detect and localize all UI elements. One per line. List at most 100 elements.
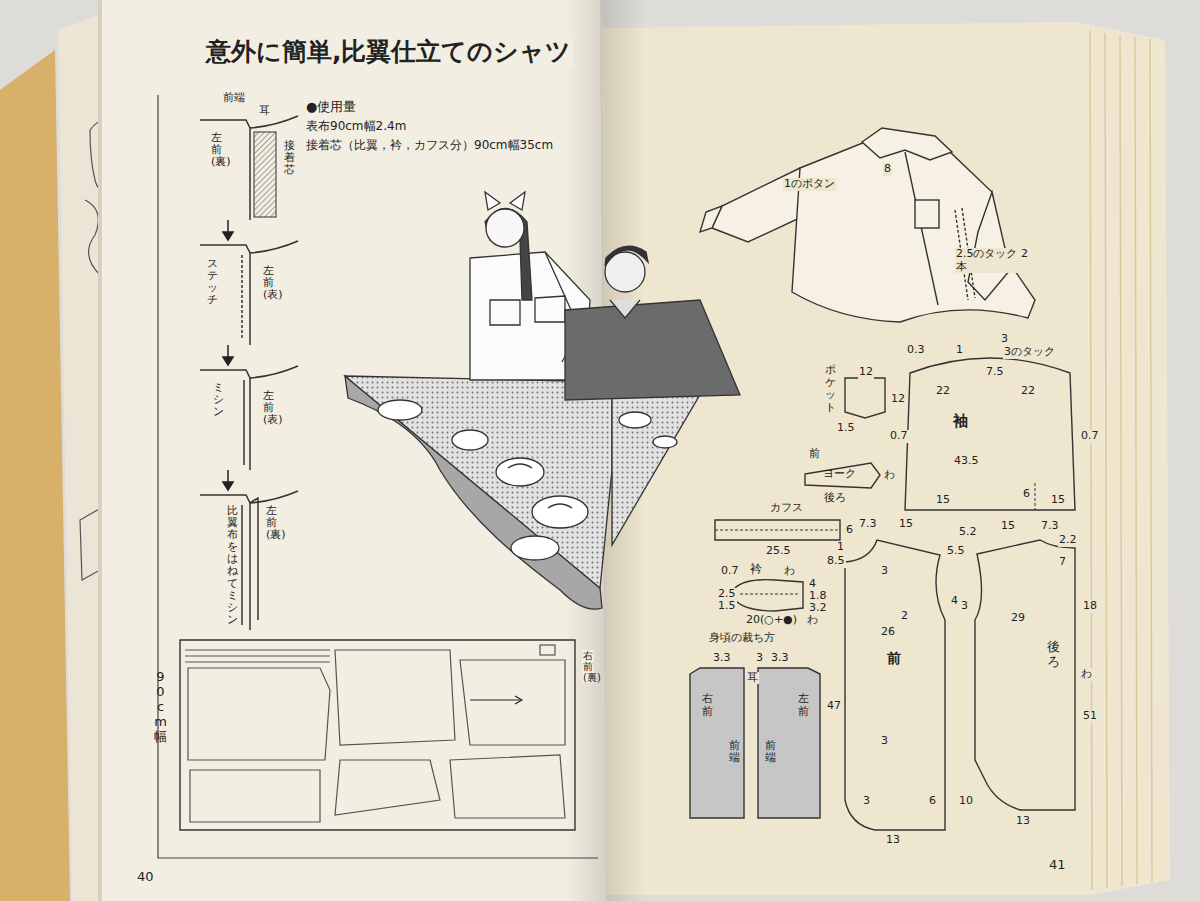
dimension-label: 7.3: [858, 518, 878, 531]
cutting-layout-pieces: [515, 696, 522, 704]
dimension-label: 3: [862, 795, 871, 808]
sewing-steps: [200, 495, 250, 630]
step-label: 比翼布をはねてミシン: [226, 505, 239, 626]
cutting-layout-pieces: [460, 660, 565, 745]
dimension-label: 6: [845, 524, 854, 537]
dimension-label: 15: [1000, 520, 1016, 533]
shirt-illustration: [915, 200, 939, 228]
piece-outline: [715, 520, 840, 540]
collar-piece: 衿: [735, 578, 803, 611]
cutting-layout: 90cm幅: [180, 640, 575, 830]
kitchen-illustration: [486, 209, 524, 247]
dimension-label: 前: [808, 448, 821, 461]
cutting-layout-pieces: [335, 650, 455, 745]
front-bodice-piece: 前: [845, 540, 945, 830]
cuff-piece: カフス: [715, 520, 840, 540]
dimension-label: 1.5: [717, 600, 737, 613]
kitchen-illustration: [485, 209, 532, 301]
piece-label: 衿: [750, 563, 762, 577]
dimension-label: 2: [900, 610, 909, 623]
step-arrow: [223, 482, 233, 490]
dimension-label: 29: [1010, 612, 1026, 625]
piece-label: 右前: [702, 693, 713, 718]
dimension-label: 1.5: [836, 422, 856, 435]
step-label: 耳: [258, 105, 271, 118]
dimension-label: 2.5のタック 2本: [955, 248, 1029, 273]
dimension-label: 6: [1022, 488, 1031, 501]
sewing-steps: [241, 505, 243, 625]
step-label: 左前(裏): [265, 505, 278, 541]
kitchen-illustration: [511, 536, 559, 560]
piece-outline: [905, 358, 1075, 510]
dimension-label: 3.2: [808, 602, 828, 615]
kitchen-illustration: [496, 458, 544, 486]
cutting-layout-pieces: [450, 755, 565, 818]
kitchen-illustration: [508, 464, 572, 508]
sewing-steps: [200, 245, 250, 345]
dimension-label: 0.7: [889, 430, 909, 443]
shirt-illustration: [862, 128, 952, 160]
dimension-label: 8: [883, 163, 892, 176]
cutting-layout-pieces: [470, 699, 520, 700]
dimension-label: わ: [883, 469, 896, 482]
pocket-piece: ポケット: [845, 378, 885, 418]
step-label: 左前(裏): [210, 132, 223, 168]
dimension-label: 前端: [764, 740, 777, 764]
dimension-label: 2.5: [717, 588, 737, 601]
book-pages: [158, 95, 598, 858]
kitchen-illustration: [653, 436, 677, 448]
piece-mark: [740, 594, 799, 595]
cutting-layout-pieces: [335, 760, 440, 815]
book-pages: [1090, 30, 1152, 890]
cutting-layout-pieces: [185, 650, 330, 662]
dimension-label: 身頃の裁ち方: [708, 632, 776, 645]
dimension-label: 4: [808, 578, 817, 591]
piece-outline: [845, 540, 945, 830]
piece-outline: [845, 378, 885, 418]
step-arrow: [223, 232, 233, 240]
shirt-illustration: [700, 128, 1035, 322]
dimension-label: 1のボタン: [783, 178, 836, 191]
page-title: 意外に簡単,比翼仕立てのシャツ: [205, 38, 573, 67]
kitchen-illustration: [612, 382, 705, 545]
dimension-label: 5.5: [946, 545, 966, 558]
dimension-label: 41: [1048, 858, 1067, 873]
dimension-label: 2.2: [1058, 534, 1078, 547]
step-label: 左前(表): [262, 390, 275, 426]
dimension-label: 13: [1015, 815, 1031, 828]
dimension-label: 26: [880, 626, 896, 639]
dimension-label: 7.5: [985, 366, 1005, 379]
step-label: ミシン: [212, 382, 225, 418]
yoke-piece: ヨーク: [805, 463, 880, 488]
step-label: 左前(表): [262, 265, 275, 301]
piece-label: 前: [887, 650, 901, 666]
dimension-label: 10: [958, 795, 974, 808]
piece-label: 袖: [953, 413, 968, 430]
dimension-label: わ: [783, 565, 796, 578]
dimension-label: わ: [1080, 668, 1093, 681]
dimension-label: 後ろ: [823, 492, 847, 505]
page-note: ●使用量: [305, 100, 357, 115]
shirt-illustration: [700, 206, 722, 232]
step-label: 接着芯: [283, 140, 296, 176]
dimension-label: 18: [1082, 600, 1098, 613]
dimension-label: 0.7: [720, 565, 740, 578]
dimension-label: 7.3: [1040, 520, 1060, 533]
piece-outline: [805, 463, 880, 488]
cutting-layout-pieces: [540, 645, 555, 655]
piece-label: カフス: [770, 502, 803, 515]
dimension-label: 1: [955, 344, 964, 357]
piece-outline: [715, 520, 840, 540]
sewing-steps: [250, 498, 258, 620]
page-note: 40: [136, 870, 155, 885]
kitchen-illustration: [345, 376, 612, 588]
sewing-steps: [254, 132, 276, 217]
sleeve-piece: 袖: [905, 358, 1075, 510]
kitchen-illustration: [619, 412, 651, 428]
dimension-label: 8.5: [826, 555, 846, 568]
dimension-label: 0.3: [906, 344, 926, 357]
piece-outline: [758, 668, 820, 818]
